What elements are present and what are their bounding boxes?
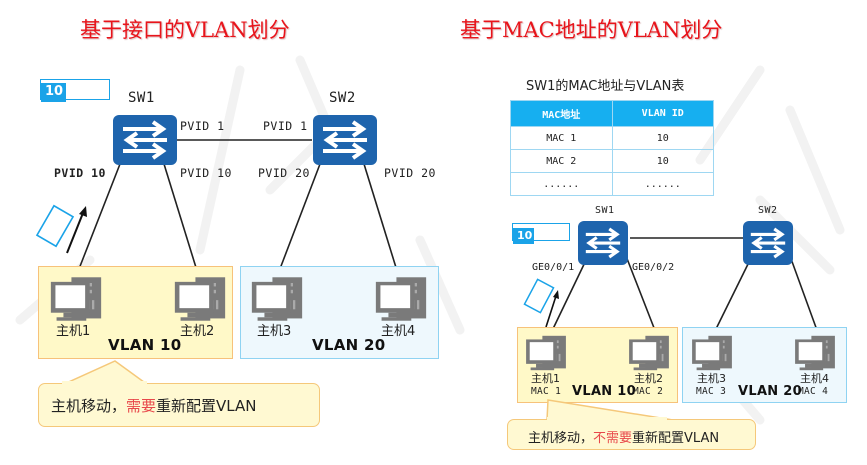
left-port-sw2-uplink: PVID 1 (263, 119, 308, 133)
right-host2-pc-icon[interactable] (625, 334, 673, 372)
link-sw1-host2 (625, 255, 657, 334)
mac-table-cell: ...... (510, 172, 613, 196)
right-sw1-name: SW1 (595, 205, 615, 216)
right-callout-suffix: 重新配置VLAN (632, 431, 720, 446)
right-host3-pc-icon[interactable] (688, 334, 736, 372)
left-port-sw1-right: PVID 10 (180, 166, 232, 180)
left-port-sw2-left: PVID 20 (258, 166, 310, 180)
link-sw1-host1 (76, 163, 121, 275)
left-frame-tag: 10 (40, 79, 110, 102)
right-frame-tag: 10 (512, 223, 570, 244)
mac-table-cell: 10 (611, 126, 714, 150)
right-host4-pc-icon[interactable] (791, 334, 839, 372)
table-row: ...... ...... (510, 172, 714, 196)
moving-frame-icon (523, 278, 555, 314)
left-switch-sw1[interactable] (113, 115, 177, 165)
table-row: MAC 2 10 (510, 149, 714, 173)
mac-table-cell: 10 (611, 149, 714, 173)
mac-table-cell: MAC 2 (510, 149, 613, 173)
right-callout: 主机移动，不需要重新配置VLAN (507, 419, 756, 450)
right-port-sw1-left: GE0/0/1 (532, 262, 575, 273)
left-host2-pc-icon[interactable] (170, 275, 230, 323)
link-sw1-host1 (550, 255, 589, 334)
left-callout-pointer-cover (62, 381, 147, 385)
switch-icon (121, 120, 169, 160)
right-links (523, 237, 819, 334)
right-host1-name: 主机1 (531, 372, 560, 385)
right-switch-sw2[interactable] (743, 221, 793, 265)
left-port-sw1-uplink: PVID 1 (180, 119, 225, 133)
left-host1-pc-icon[interactable] (46, 275, 106, 323)
link-sw2-host3 (277, 163, 321, 275)
left-callout-suffix: 重新配置VLAN (156, 397, 257, 415)
switch-icon (749, 227, 787, 259)
right-host3-mac: MAC 3 (696, 386, 727, 397)
left-host3-name: 主机3 (257, 324, 292, 339)
left-host4-pc-icon[interactable] (371, 275, 431, 323)
mac-table-header-mac: MAC地址 (510, 100, 613, 127)
left-sw2-name: SW2 (329, 90, 356, 106)
left-sw1-name: SW1 (128, 90, 155, 106)
right-sw2-name: SW2 (758, 205, 778, 216)
link-sw1-host2 (163, 163, 199, 275)
mac-vlan-table: MAC地址 VLAN ID MAC 1 10 MAC 2 10 ...... .… (510, 100, 714, 196)
right-switch-sw1[interactable] (578, 221, 628, 265)
link-sw2-host3 (713, 255, 753, 334)
moving-frame-icon (35, 204, 75, 248)
link-sw2-host4 (363, 163, 399, 275)
right-host3-name: 主机3 (697, 372, 726, 385)
left-callout: 主机移动，需要重新配置VLAN (38, 383, 320, 427)
left-vlan20-label: VLAN 20 (312, 336, 386, 354)
right-callout-pointer-cover (547, 417, 667, 421)
switch-icon (584, 227, 622, 259)
right-vlan20-label: VLAN 20 (738, 384, 803, 399)
left-host2-name: 主机2 (180, 324, 215, 339)
left-switch-sw2[interactable] (313, 115, 377, 165)
left-callout-prefix: 主机移动， (51, 397, 127, 415)
move-arrow-icon (545, 295, 557, 328)
link-sw2-host4 (789, 255, 819, 334)
right-callout-highlight: 不需要 (593, 431, 633, 446)
left-links (35, 139, 399, 275)
table-row: MAC 1 10 (510, 126, 714, 150)
left-vlan10-label: VLAN 10 (108, 336, 182, 354)
right-callout-pointer (546, 399, 674, 421)
right-frame-tag-vlan: 10 (513, 228, 534, 244)
mac-table-header-vlan: VLAN ID (611, 100, 714, 127)
left-port-sw2-right: PVID 20 (384, 166, 436, 180)
mac-table-cell: MAC 1 (510, 126, 613, 150)
left-host4-name: 主机4 (381, 324, 416, 339)
right-port-sw1-right: GE0/0/2 (632, 262, 675, 273)
left-frame-tag-vlan: 10 (41, 83, 66, 102)
right-host4-mac: MAC 4 (798, 386, 829, 397)
left-port-sw1-left: PVID 10 (54, 166, 106, 180)
left-callout-highlight: 需要 (126, 397, 157, 415)
left-host1-name: 主机1 (56, 324, 91, 339)
mac-table-cell: ...... (611, 172, 714, 196)
right-host2-name: 主机2 (634, 372, 663, 385)
right-callout-prefix: 主机移动， (528, 431, 594, 446)
left-callout-pointer (61, 360, 149, 386)
switch-icon (321, 120, 369, 160)
right-host4-name: 主机4 (800, 372, 829, 385)
right-host2-mac: MAC 2 (633, 386, 664, 397)
left-host3-pc-icon[interactable] (247, 275, 307, 323)
move-arrow-icon (66, 212, 84, 254)
right-host1-mac: MAC 1 (531, 386, 562, 397)
mac-table-caption: SW1的MAC地址与VLAN表 (526, 79, 685, 94)
right-vlan10-label: VLAN 10 (572, 384, 637, 399)
right-host1-pc-icon[interactable] (522, 334, 570, 372)
left-title: 基于接口的VLAN划分 (80, 18, 290, 42)
right-title: 基于MAC地址的VLAN划分 (460, 18, 723, 42)
